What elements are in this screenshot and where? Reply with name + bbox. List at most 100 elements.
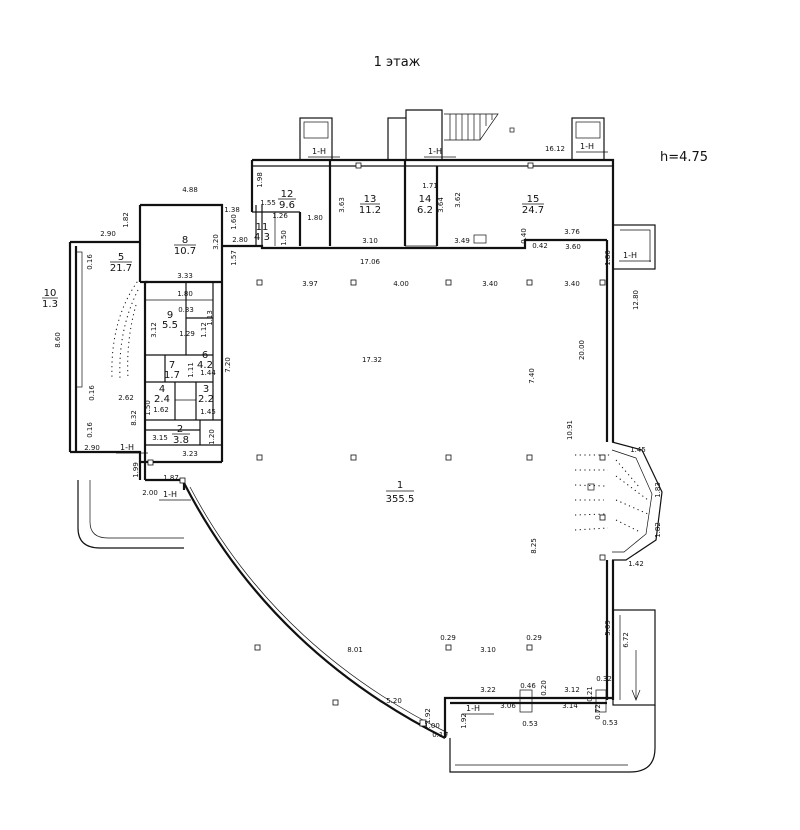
svg-text:2: 2 bbox=[177, 424, 183, 435]
svg-text:9.6: 9.6 bbox=[279, 200, 295, 211]
dimension-label: 2.62 bbox=[118, 394, 134, 402]
dimension-label: 1.38 bbox=[224, 206, 240, 214]
svg-text:2.2: 2.2 bbox=[198, 394, 214, 405]
svg-text:14: 14 bbox=[419, 194, 432, 205]
dimension-label: 1.20 bbox=[208, 429, 216, 445]
dimension-label: 4.00 bbox=[393, 280, 409, 288]
dimension-label: 0.19 bbox=[432, 731, 448, 739]
columns bbox=[147, 162, 606, 706]
svg-text:24.7: 24.7 bbox=[522, 205, 544, 216]
svg-text:12: 12 bbox=[281, 189, 294, 200]
dimension-label: 3.62 bbox=[454, 192, 462, 208]
svg-text:2.4: 2.4 bbox=[154, 394, 170, 405]
room-7-label: 7 1.7 bbox=[164, 360, 180, 381]
dimension-label: 1.12 bbox=[200, 322, 208, 338]
dimension-label: 0.40 bbox=[520, 228, 528, 244]
svg-text:6.2: 6.2 bbox=[417, 205, 433, 216]
room-13-label: 13 11.2 bbox=[359, 194, 381, 216]
svg-text:5.5: 5.5 bbox=[162, 320, 178, 331]
dimension-label: 7.20 bbox=[224, 357, 232, 373]
dimension-label: 1.13 bbox=[206, 310, 214, 326]
room-2-label: 2 3.8 bbox=[172, 424, 190, 446]
dimension-label: 3.60 bbox=[565, 243, 581, 251]
dimension-label: 0.32 bbox=[596, 675, 612, 683]
west-rooms-walls bbox=[145, 280, 222, 446]
dimension-label: 1.98 bbox=[256, 172, 264, 188]
dimension-label: 0.53 bbox=[522, 720, 538, 728]
dimension-label: 1.71 bbox=[422, 182, 438, 190]
dimension-label: 1.83 bbox=[654, 482, 662, 498]
plan-title: 1 этаж bbox=[374, 55, 421, 70]
dimension-label: 1.45 bbox=[200, 408, 216, 416]
dimension-label: 0.16 bbox=[86, 422, 94, 438]
dimension-label: 3.33 bbox=[177, 272, 193, 280]
section-tags: 1-Н 1-Н 1-Н 1-Н 1-Н 1-Н 1-Н bbox=[116, 142, 651, 715]
dimension-label: 3.49 bbox=[454, 237, 470, 245]
dimension-label: 3.76 bbox=[564, 228, 580, 236]
svg-text:13: 13 bbox=[364, 194, 377, 205]
dimension-label: 3.10 bbox=[480, 646, 496, 654]
dimension-label: 0.46 bbox=[520, 682, 536, 690]
room-4-label: 4 2.4 bbox=[154, 384, 170, 405]
dimension-label: 3.12 bbox=[150, 322, 158, 338]
dimension-label: 2.80 bbox=[232, 236, 248, 244]
svg-text:3: 3 bbox=[203, 384, 209, 395]
svg-text:355.5: 355.5 bbox=[386, 494, 415, 505]
dimension-label: 2.90 bbox=[84, 444, 100, 452]
dimension-label: 3.63 bbox=[338, 197, 346, 213]
room-8-label: 8 10.7 bbox=[174, 235, 196, 257]
section-tag: 1-Н bbox=[163, 490, 177, 499]
dimension-label: 1.92 bbox=[424, 708, 432, 724]
svg-text:1.3: 1.3 bbox=[42, 299, 58, 310]
dimension-label: 3.64 bbox=[437, 197, 445, 213]
dimension-label: 1.44 bbox=[200, 369, 216, 377]
svg-text:4.3: 4.3 bbox=[254, 232, 270, 243]
svg-text:7: 7 bbox=[169, 360, 175, 371]
room-9-label: 9 5.5 bbox=[162, 310, 178, 331]
dimension-label: 6.72 bbox=[622, 632, 630, 648]
door-elements bbox=[419, 689, 607, 727]
dimension-label: 3.22 bbox=[480, 686, 496, 694]
svg-text:21.7: 21.7 bbox=[110, 263, 132, 274]
svg-text:1: 1 bbox=[397, 480, 403, 491]
room-5-label: 5 21.7 bbox=[110, 252, 132, 274]
dimension-label: 1.92 bbox=[460, 713, 468, 729]
dimension-label: 0.42 bbox=[532, 242, 548, 250]
dimension-label: 2.90 bbox=[100, 230, 116, 238]
svg-text:15: 15 bbox=[527, 194, 540, 205]
svg-text:6: 6 bbox=[202, 350, 208, 361]
dimension-label: 0.29 bbox=[526, 634, 542, 642]
dimension-label: 1.50 bbox=[280, 230, 288, 246]
dimension-label: 3.23 bbox=[182, 450, 198, 458]
section-tag: 1-Н bbox=[312, 147, 326, 156]
section-tag: 1-Н bbox=[580, 142, 594, 151]
section-tag: 1-Н bbox=[623, 251, 637, 260]
section-tag: 1-Н bbox=[466, 704, 480, 713]
room-10-label: 10 1.3 bbox=[42, 288, 58, 310]
room-3-label: 3 2.2 bbox=[198, 384, 214, 405]
north-rooms-walls bbox=[252, 160, 613, 247]
svg-text:4.2: 4.2 bbox=[197, 360, 213, 371]
entrance-porches bbox=[75, 109, 656, 773]
room-12-label: 12 9.6 bbox=[278, 189, 296, 211]
svg-text:10.7: 10.7 bbox=[174, 246, 196, 257]
dimension-label: 3.10 bbox=[362, 237, 378, 245]
dimension-label: 8.25 bbox=[530, 538, 538, 554]
west-stair bbox=[111, 277, 141, 379]
svg-text:10: 10 bbox=[44, 288, 57, 299]
dimension-label: 1.42 bbox=[628, 560, 644, 568]
dimension-label: 3.40 bbox=[564, 280, 580, 288]
dimension-label: 1.80 bbox=[177, 290, 193, 298]
dimension-label: 0.33 bbox=[178, 306, 194, 314]
svg-text:11.2: 11.2 bbox=[359, 205, 381, 216]
room-labels: 1 355.5 2 3.8 3 2.2 4 2.4 5 21.7 6 4.2 7 bbox=[42, 189, 544, 505]
dimension-label: 0.16 bbox=[88, 385, 96, 401]
dimension-label: 5.20 bbox=[386, 697, 402, 705]
dimension-label: 1.11 bbox=[187, 362, 195, 378]
dimension-label: 3.14 bbox=[562, 702, 578, 710]
dimension-label: 1.57 bbox=[230, 250, 238, 266]
dimension-label: 1.62 bbox=[153, 406, 169, 414]
dimension-label: 0.29 bbox=[440, 634, 456, 642]
outer-walls bbox=[68, 158, 615, 739]
